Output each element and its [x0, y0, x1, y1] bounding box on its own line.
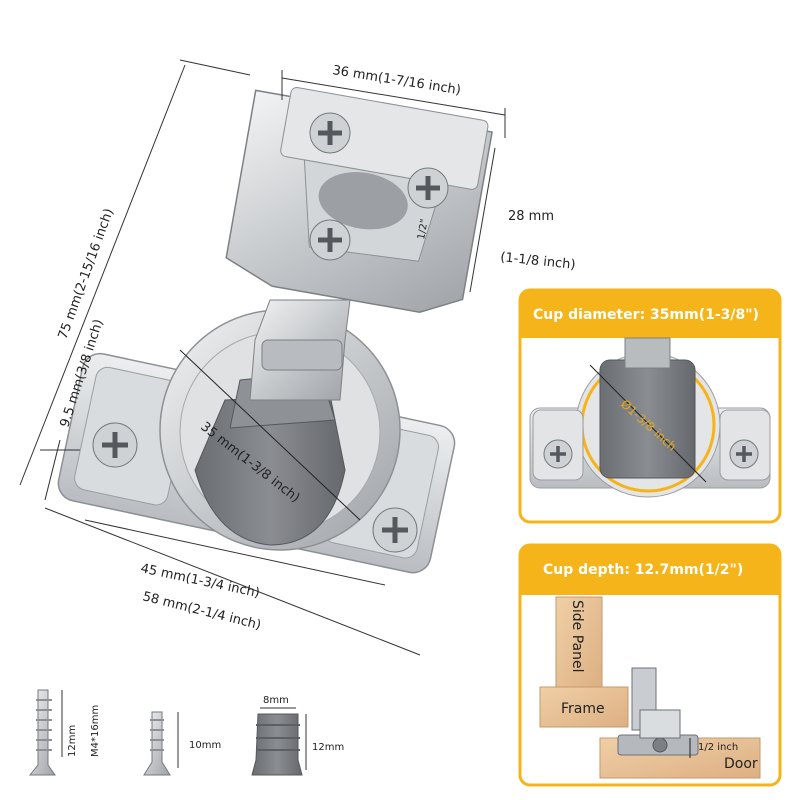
mount-screw-1 [309, 112, 351, 154]
mounting-plate [225, 87, 493, 313]
cup-diameter-line [179, 349, 361, 521]
dimension-lines [19, 59, 506, 656]
dim-right-height-inch: (1-1/8 inch) [500, 250, 577, 273]
side-panel-board [555, 596, 603, 688]
door-label: Door [724, 756, 758, 772]
hardware-screw-10mm: 10mm [143, 711, 221, 776]
cup-panel-screw-right [719, 409, 771, 481]
depth-label: 1/2 inch [698, 742, 738, 753]
dim-right-height: 28 mm [508, 209, 554, 224]
hinge-main: 1/2" [57, 87, 493, 574]
base-screw-left [92, 422, 138, 468]
base-screw-right [372, 507, 418, 553]
frame-board [539, 686, 629, 728]
hardware-screw-16mm: 12mm M4*16mm [28, 689, 101, 776]
cup-insert [194, 394, 346, 546]
cup-depth-panel: Cup depth: 12.7mm(1/2") Side Panel Frame… [518, 543, 782, 787]
dowel-width: 8mm [263, 695, 289, 706]
screw1-spec: M4*16mm [90, 705, 101, 757]
cup-panel-screw-left [532, 409, 584, 481]
hardware-dowel: 8mm 12mm [251, 695, 344, 776]
overlay-mark: 1/2" [416, 218, 430, 240]
screw1-length: 12mm [67, 725, 78, 757]
dim-total-length: 75 mm(2-15/16 inch) [56, 207, 117, 342]
depth-panel-title: Cup depth: 12.7mm(1/2") [543, 562, 743, 578]
dowel-length: 12mm [312, 742, 344, 753]
mini-hinge [617, 667, 699, 756]
cup-panel-title: Cup diameter: 35mm(1-3/8") [533, 307, 759, 323]
mount-screw-2 [407, 167, 449, 209]
side-panel-label: Side Panel [569, 600, 585, 673]
mount-screw-3 [309, 219, 351, 261]
frame-label: Frame [561, 701, 605, 717]
screw2-length: 10mm [189, 740, 221, 751]
cup-diameter-panel: Cup diameter: 35mm(1-3/8") Ø1-3/8 inch [518, 288, 782, 524]
dim-top-width: 36 mm(1-7/16 inch) [331, 63, 461, 98]
